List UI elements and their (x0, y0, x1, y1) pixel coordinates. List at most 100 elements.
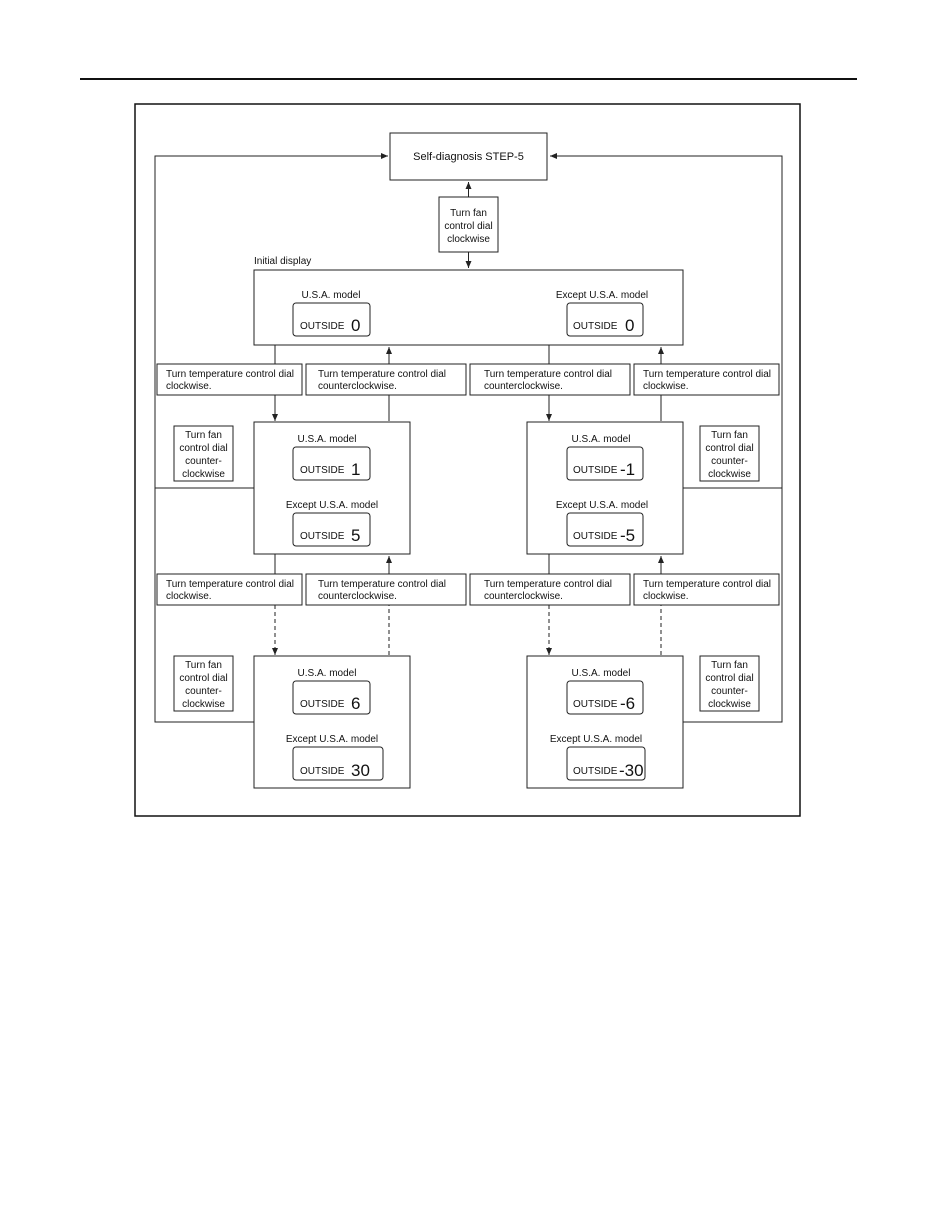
fan-ccw-r1-line-1: Turn fan (711, 430, 748, 441)
left2-except-label: Except U.S.A. model (286, 734, 378, 745)
right1-usa-value: -1 (620, 460, 635, 479)
temp-ccw-r2-line-1: Turn temperature control dial (484, 579, 612, 590)
temp-ccw-l1-line-2: counterclockwise. (318, 381, 397, 392)
temp-cw-r1-line-2: clockwise. (643, 381, 689, 392)
right2-except-outside: OUTSIDE (573, 766, 618, 777)
left2-usa-outside: OUTSIDE (300, 699, 345, 710)
step5-box: Self-diagnosis STEP-5 (389, 132, 548, 181)
right2-usa-label: U.S.A. model (572, 668, 631, 679)
right2-except-label: Except U.S.A. model (550, 734, 642, 745)
right2-usa-display (566, 680, 644, 715)
initial-except-outside: OUTSIDE (573, 321, 618, 332)
left1-usa-label: U.S.A. model (298, 434, 357, 445)
fan-ccw-l1-line-2: control dial (179, 443, 227, 454)
temp-cw-l2-line-1: Turn temperature control dial (166, 579, 294, 590)
fan-ccw-r2-line-4: clockwise (708, 699, 751, 710)
right1-usa-outside: OUTSIDE (573, 465, 618, 476)
left1-except-value: 5 (351, 526, 360, 545)
temp-ccw-l2-line-2: counterclockwise. (318, 591, 397, 602)
right1-usa-label: U.S.A. model (572, 434, 631, 445)
temp-clockwise-box-left-2: Turn temperature control dial clockwise. (156, 573, 303, 606)
temp-clockwise-box-right-1: Turn temperature control dial clockwise. (633, 363, 780, 396)
right-step2-box: U.S.A. model OUTSIDE -6 Except U.S.A. mo… (526, 655, 684, 789)
left2-except-value: 30 (351, 761, 370, 780)
temp-ccw-r1-line-1: Turn temperature control dial (484, 369, 612, 380)
left-step1-box: U.S.A. model OUTSIDE 1 Except U.S.A. mod… (253, 421, 411, 555)
fan-ccw-r1-line-2: control dial (705, 443, 753, 454)
fan-ccw-l1-line-1: Turn fan (185, 430, 222, 441)
fan-ccw-l2-line-3: counter- (185, 686, 222, 697)
initial-except-label: Except U.S.A. model (556, 290, 648, 301)
temp-cw-r2-line-1: Turn temperature control dial (643, 579, 771, 590)
right1-except-outside: OUTSIDE (573, 531, 618, 542)
right-step1-box: U.S.A. model OUTSIDE -1 Except U.S.A. mo… (526, 421, 684, 555)
temp-clockwise-box-left-1: Turn temperature control dial clockwise. (156, 363, 303, 396)
step5-label: Self-diagnosis STEP-5 (413, 151, 524, 163)
fan-ccw-r2-line-3: counter- (711, 686, 748, 697)
right2-usa-value: -6 (620, 694, 635, 713)
right2-except-value: -30 (619, 761, 644, 780)
initial-except-display (566, 302, 644, 337)
temp-counter-box-right-1: Turn temperature control dial counterclo… (469, 363, 631, 396)
fan-counter-box-left-2: Turn fan control dial counter- clockwise (173, 655, 234, 712)
temp-ccw-r1-line-2: counterclockwise. (484, 381, 563, 392)
return-loop-right (550, 153, 783, 723)
temp-cw-l1-line-2: clockwise. (166, 381, 212, 392)
left1-usa-value: 1 (351, 460, 360, 479)
right1-except-label: Except U.S.A. model (556, 500, 648, 511)
fan-counter-box-right-1: Turn fan control dial counter- clockwise (699, 425, 760, 482)
temp-clockwise-box-right-2: Turn temperature control dial clockwise. (633, 573, 780, 606)
fan-ccw-l2-line-1: Turn fan (185, 660, 222, 671)
fan-ccw-r1-line-3: counter- (711, 456, 748, 467)
left1-usa-outside: OUTSIDE (300, 465, 345, 476)
temp-cw-r2-line-2: clockwise. (643, 591, 689, 602)
initial-display-box: U.S.A. model OUTSIDE 0 Except U.S.A. mod… (253, 269, 684, 346)
left2-usa-display (292, 680, 371, 715)
left2-usa-value: 6 (351, 694, 360, 713)
left2-except-outside: OUTSIDE (300, 766, 345, 777)
left1-usa-display (292, 446, 371, 481)
right1-except-value: -5 (620, 526, 635, 545)
right2-except-display (566, 746, 646, 781)
temp-cw-l2-line-2: clockwise. (166, 591, 212, 602)
fan-ccw-l1-line-3: counter- (185, 456, 222, 467)
return-loop-left (154, 153, 388, 723)
fan-ccw-l1-line-4: clockwise (182, 469, 225, 480)
left2-except-display (292, 746, 384, 781)
fan-clockwise-line-1: Turn fan (450, 208, 487, 219)
fan-counter-box-right-2: Turn fan control dial counter- clockwise (699, 655, 760, 712)
left1-except-display (292, 512, 371, 547)
temp-cw-l1-line-1: Turn temperature control dial (166, 369, 294, 380)
initial-usa-display (292, 302, 371, 337)
left1-except-label: Except U.S.A. model (286, 500, 378, 511)
left1-except-outside: OUTSIDE (300, 531, 345, 542)
fan-ccw-r2-line-2: control dial (705, 673, 753, 684)
fan-ccw-l2-line-4: clockwise (182, 699, 225, 710)
right1-except-display (566, 512, 644, 547)
fan-ccw-r1-line-4: clockwise (708, 469, 751, 480)
fan-clockwise-box: Turn fan control dial clockwise (438, 196, 499, 253)
left-step2-box: U.S.A. model OUTSIDE 6 Except U.S.A. mod… (253, 655, 411, 789)
initial-usa-label: U.S.A. model (302, 290, 361, 301)
fan-ccw-r2-line-1: Turn fan (711, 660, 748, 671)
temp-counter-box-right-2: Turn temperature control dial counterclo… (469, 573, 631, 606)
right1-usa-display (566, 446, 644, 481)
connectors-row-2 (272, 554, 664, 655)
initial-usa-value: 0 (351, 316, 360, 335)
fan-counter-box-left-1: Turn fan control dial counter- clockwise (173, 425, 234, 482)
figure-frame (134, 103, 801, 817)
fan-clockwise-line-3: clockwise (447, 234, 490, 245)
temp-counter-box-left-2: Turn temperature control dial counterclo… (305, 573, 467, 606)
initial-except-value: 0 (625, 316, 634, 335)
temp-ccw-l1-line-1: Turn temperature control dial (318, 369, 446, 380)
initial-display-label: Initial display (254, 256, 311, 267)
temp-cw-r1-line-1: Turn temperature control dial (643, 369, 771, 380)
initial-usa-outside: OUTSIDE (300, 321, 345, 332)
left2-usa-label: U.S.A. model (298, 668, 357, 679)
temp-ccw-r2-line-2: counterclockwise. (484, 591, 563, 602)
fan-ccw-l2-line-2: control dial (179, 673, 227, 684)
fan-clockwise-line-2: control dial (444, 221, 492, 232)
right2-usa-outside: OUTSIDE (573, 699, 618, 710)
temp-counter-box-left-1: Turn temperature control dial counterclo… (305, 363, 467, 396)
